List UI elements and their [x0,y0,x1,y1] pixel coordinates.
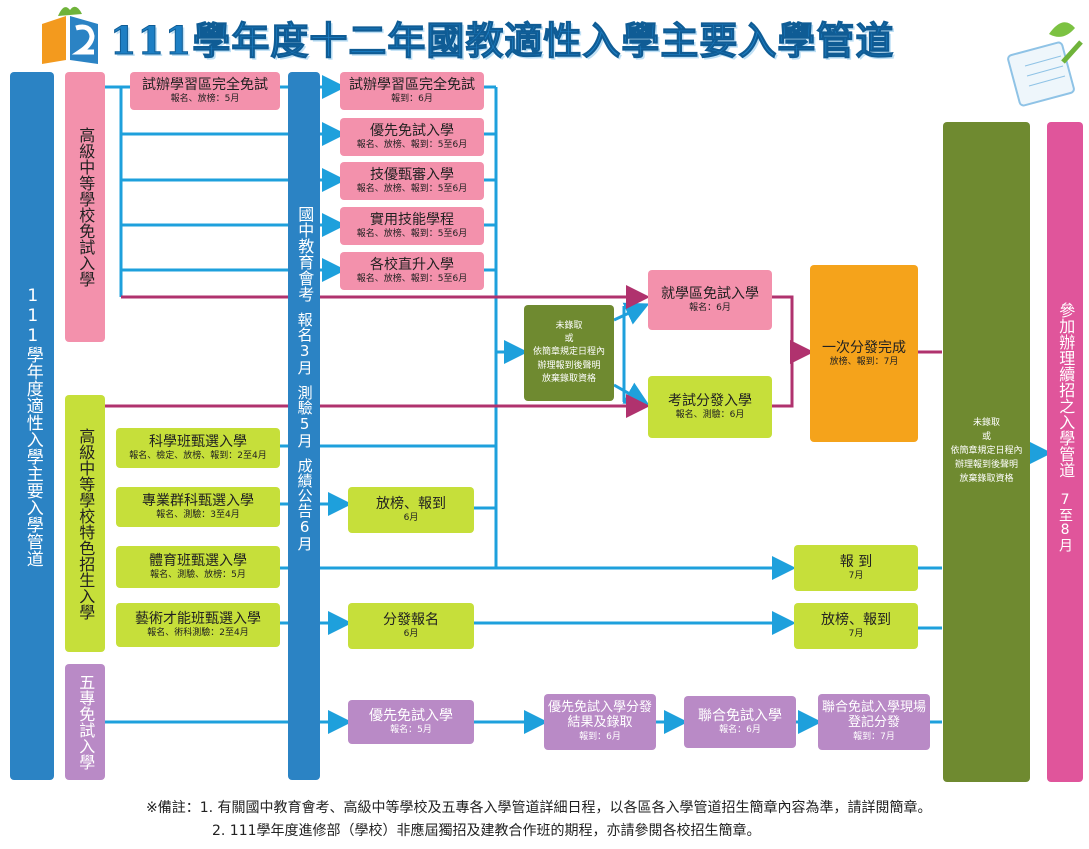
not-admitted-box-1: 未錄取 或 依簡章規定日程內 辦理報到後聲明 放棄錄取資格 [524,305,614,401]
five-title: 聯合免試入學現場登記分發 [822,700,927,731]
announce-report-june: 放榜、報到 6月 [348,487,474,533]
category-special-label: 高級中等學校特色招生入學 [76,427,96,620]
announce-report-july: 放榜、報到 7月 [794,603,918,649]
exam-pillar-main: 國中教育會考 [295,206,315,302]
exam-distribution: 考試分發入學 報名、測驗：6月 [648,376,772,438]
free-left-trial-title: 試辦學習區完全免試 [142,77,268,94]
exam-dist-title: 考試分發入學 [668,393,752,410]
page-title: 111學年度十二年國教適性入學主要入學管道 [109,18,895,64]
five-title: 優先免試入學 [369,708,453,725]
not-admitted-line: 放棄錄取資格 [541,373,596,384]
exam-dist-sub: 報名、測驗：6月 [675,410,745,421]
not-admitted-line: 未錄取 [555,321,583,332]
special-science: 科學班甄選入學 報名、檢定、放榜、報到：2至4月 [116,428,280,468]
category-free-entry-label: 高級中等學校免試入學 [76,127,96,287]
free-channel-direct: 各校直升入學 報名、放榜、報到：5至6月 [340,252,484,290]
not-admitted-line: 未錄取 [972,418,1000,429]
special-vocational: 專業群科甄選入學 報名、測驗：3至4月 [116,487,280,527]
free-channel-sub: 報名、放榜、報到：5至6月 [356,229,468,240]
continue-pillar: 參加辦理續招之入學管道 7至8月 [1047,122,1083,782]
special-title: 科學班甄選入學 [149,434,247,451]
announce-july-title: 放榜、報到 [821,612,891,629]
free-channel-trial: 試辦學習區完全免試 報到：6月 [340,72,484,110]
one-time-sub: 放榜、報到：7月 [829,356,899,367]
announce-report-title: 放榜、報到 [376,496,446,513]
continue-pillar-main: 參加辦理續招之入學管道 [1056,302,1076,478]
left-pillar-label: 111學年度適性入學主要入學管道 [22,285,43,567]
not-admitted-line: 或 [981,432,991,443]
special-sub: 報名、測驗、放榜：5月 [150,570,246,581]
assign-reg-sub: 6月 [403,629,419,640]
special-sports: 體育班甄選入學 報名、測驗、放榜：5月 [116,546,280,588]
category-five-year: 五專免試入學 [65,664,105,780]
footnote-2: 2. 111學年度進修部（學校）非應屆獨招及建教合作班的期程，亦請參閱各校招生簡… [212,823,761,839]
special-sub: 報名、測驗：3至4月 [156,510,240,521]
assign-registration: 分發報名 6月 [348,603,474,649]
report-july-sub: 7月 [848,571,864,582]
category-special: 高級中等學校特色招生入學 [65,395,105,652]
district-sub: 報名：6月 [689,303,731,314]
free-channel-skill: 技優甄審入學 報名、放榜、報到：5至6月 [340,162,484,200]
free-left-trial: 試辦學習區完全免試 報名、放榜：5月 [130,72,280,110]
left-pillar: 111學年度適性入學主要入學管道 [10,72,54,780]
one-time-title: 一次分發完成 [822,339,906,356]
not-admitted-line: 依簡章規定日程內 [950,446,1023,457]
five-sub: 報名：6月 [719,725,761,736]
book-logo-icon [36,2,104,66]
free-channel-practical: 實用技能學程 報名、放榜、報到：5至6月 [340,207,484,245]
five-joint-onsite: 聯合免試入學現場登記分發 報到：7月 [818,694,930,750]
district-free-entry: 就學區免試入學 報名：6月 [648,270,772,330]
special-title: 專業群科甄選入學 [142,493,254,510]
free-channel-title: 技優甄審入學 [370,167,454,184]
district-title: 就學區免試入學 [661,286,759,303]
five-joint-free: 聯合免試入學 報名：6月 [684,696,796,748]
free-channel-title: 實用技能學程 [370,212,454,229]
category-five-year-label: 五專免試入學 [76,674,96,770]
five-sub: 報到：7月 [853,732,895,743]
assign-reg-title: 分發報名 [383,612,439,629]
not-admitted-line: 辦理報到後聲明 [537,360,601,371]
special-sub: 報名、術科測驗：2至4月 [147,628,249,639]
not-admitted-line: 或 [564,334,574,345]
not-admitted-line: 放棄錄取資格 [959,473,1014,484]
five-priority-free: 優先免試入學 報名：5月 [348,700,474,744]
exam-pillar-reg: 報名3月 [295,312,314,375]
not-admitted-line: 辦理報到後聲明 [954,459,1018,470]
special-title: 體育班甄選入學 [149,553,247,570]
continue-pillar-time: 7至8月 [1057,492,1074,552]
exam-pillar-test: 測驗5月 [295,385,314,448]
free-channel-sub: 報名、放榜、報到：5至6月 [356,274,468,285]
five-sub: 報名：5月 [390,725,432,736]
announce-report-sub: 6月 [403,513,419,524]
five-title: 聯合免試入學 [698,708,782,725]
free-channel-priority: 優先免試入學 報名、放榜、報到：5至6月 [340,118,484,156]
free-channel-title: 各校直升入學 [370,257,454,274]
category-free-entry: 高級中等學校免試入學 [65,72,105,342]
five-title: 優先免試入學分發結果及錄取 [548,700,653,731]
free-channel-sub: 報名、放榜、報到：5至6月 [356,184,468,195]
free-channel-sub: 報到：6月 [391,94,433,105]
footnote-1: ※備註：1. 有關國中教育會考、高級中等學校及五專各入學管道詳細日程，以各區各入… [146,800,932,816]
report-july-title: 報 到 [839,554,873,571]
free-channel-sub: 報名、放榜、報到：5至6月 [356,140,468,151]
not-admitted-box-2: 未錄取 或 依簡章規定日程內 辦理報到後聲明 放棄錄取資格 [943,122,1030,782]
five-priority-result: 優先免試入學分發結果及錄取 報到：6月 [544,694,656,750]
exam-pillar-score: 成績公告6月 [295,458,314,551]
special-title: 藝術才能班甄選入學 [135,611,261,628]
free-left-trial-sub: 報名、放榜：5月 [170,94,240,105]
notebook-icon [1005,18,1085,108]
not-admitted-line: 依簡章規定日程內 [532,347,605,358]
announce-july-sub: 7月 [848,629,864,640]
special-arts: 藝術才能班甄選入學 報名、術科測驗：2至4月 [116,603,280,647]
free-channel-title: 試辦學習區完全免試 [349,77,475,94]
free-channel-title: 優先免試入學 [370,123,454,140]
report-july: 報 到 7月 [794,545,918,591]
special-sub: 報名、檢定、放榜、報到：2至4月 [129,451,267,462]
five-sub: 報到：6月 [579,732,621,743]
one-time-distribution: 一次分發完成 放榜、報到：7月 [810,265,918,442]
exam-pillar: 國中教育會考 報名3月 測驗5月 成績公告6月 [288,72,320,780]
